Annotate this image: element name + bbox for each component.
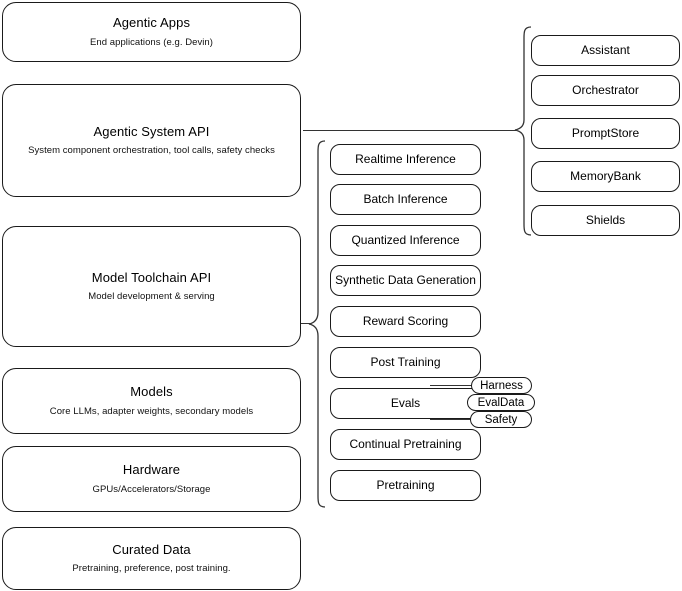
layer-title: Model Toolchain API	[91, 269, 212, 285]
component-label: Shields	[585, 213, 626, 227]
layer-box-models[interactable]: Models Core LLMs, adapter weights, secon…	[2, 368, 301, 434]
layer-title: Agentic System API	[93, 123, 210, 139]
capability-label: Synthetic Data Generation	[335, 273, 476, 287]
component-box-orchestrator[interactable]: Orchestrator	[531, 75, 680, 106]
layer-box-agentic-system-api[interactable]: Agentic System API System component orch…	[2, 84, 301, 197]
capability-box-quantized-inference[interactable]: Quantized Inference	[330, 225, 481, 256]
layer-subtitle: Core LLMs, adapter weights, secondary mo…	[49, 405, 254, 417]
capability-box-reward-scoring[interactable]: Reward Scoring	[330, 306, 481, 337]
connector-evals-to-safety	[430, 419, 475, 420]
layer-box-model-toolchain-api[interactable]: Model Toolchain API Model development & …	[2, 226, 301, 347]
connector-toolchain-to-capabilities	[301, 323, 311, 324]
capability-label: Reward Scoring	[362, 314, 449, 328]
capability-label: Batch Inference	[363, 192, 448, 206]
component-box-memorybank[interactable]: MemoryBank	[531, 161, 680, 192]
component-box-assistant[interactable]: Assistant	[531, 35, 680, 66]
capability-box-evals[interactable]: Evals	[330, 388, 481, 419]
layer-title: Hardware	[122, 462, 181, 478]
layer-title: Models	[130, 384, 173, 400]
capability-label: Continual Pretraining	[349, 437, 462, 451]
layer-subtitle: End applications (e.g. Devin)	[90, 36, 213, 48]
connector-evals-to-harness	[430, 385, 475, 386]
eval-pill-harness[interactable]: Harness	[471, 377, 532, 394]
eval-pill-label: Safety	[484, 413, 518, 426]
capability-label: Evals	[390, 396, 421, 410]
layer-box-curated-data[interactable]: Curated Data Pretraining, preference, po…	[2, 527, 301, 590]
capability-box-batch-inference[interactable]: Batch Inference	[330, 184, 481, 215]
layer-subtitle: System component orchestration, tool cal…	[28, 145, 275, 157]
layer-subtitle: Pretraining, preference, post training.	[72, 563, 231, 575]
capability-label: Realtime Inference	[355, 152, 456, 166]
capability-box-synthetic-data-generation[interactable]: Synthetic Data Generation	[330, 265, 481, 296]
layer-subtitle: Model development & serving	[88, 291, 215, 303]
brace-toolchain-capabilities	[308, 140, 326, 508]
capability-label: Quantized Inference	[351, 233, 460, 247]
component-label: PromptStore	[571, 126, 640, 140]
component-label: Orchestrator	[572, 83, 639, 97]
capability-box-continual-pretraining[interactable]: Continual Pretraining	[330, 429, 481, 460]
eval-pill-safety[interactable]: Safety	[470, 411, 532, 428]
layer-box-agentic-apps[interactable]: Agentic Apps End applications (e.g. Devi…	[2, 2, 301, 62]
capability-label: Post Training	[370, 355, 441, 369]
layer-title: Agentic Apps	[112, 15, 191, 31]
capability-box-realtime-inference[interactable]: Realtime Inference	[330, 144, 481, 175]
capability-box-post-training[interactable]: Post Training	[330, 347, 481, 378]
layer-subtitle: GPUs/Accelerators/Storage	[92, 483, 211, 495]
eval-pill-evaldata[interactable]: EvalData	[467, 394, 535, 411]
brace-system-components	[514, 26, 532, 236]
connector-system-api-to-components	[303, 130, 516, 131]
layer-title: Curated Data	[112, 541, 191, 557]
component-box-shields[interactable]: Shields	[531, 205, 680, 236]
component-label: Assistant	[581, 43, 630, 57]
capability-box-pretraining[interactable]: Pretraining	[330, 470, 481, 501]
layer-box-hardware[interactable]: Hardware GPUs/Accelerators/Storage	[2, 446, 301, 512]
eval-pill-label: Harness	[480, 379, 523, 392]
component-box-promptstore[interactable]: PromptStore	[531, 118, 680, 149]
capability-label: Pretraining	[376, 478, 435, 492]
eval-pill-label: EvalData	[477, 396, 525, 409]
component-label: MemoryBank	[570, 169, 641, 183]
